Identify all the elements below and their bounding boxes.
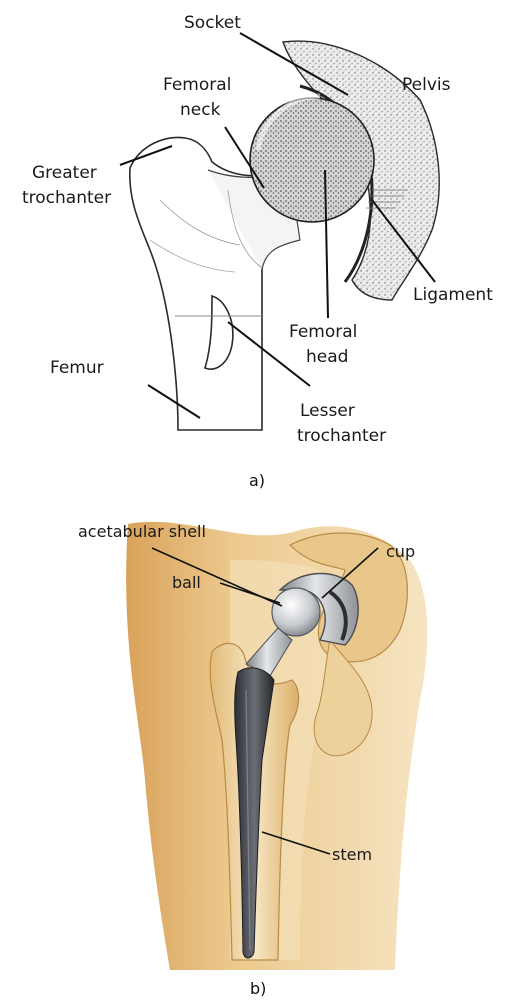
label-stem: stem: [332, 845, 372, 864]
caption-a: a): [249, 471, 265, 490]
panel-a-drawing: [130, 41, 439, 430]
label-greater-trochanter-line1: Greater: [32, 163, 97, 183]
label-femoral-head-line1: Femoral: [289, 322, 357, 342]
label-pelvis: Pelvis: [402, 75, 451, 95]
label-lesser-trochanter-line1: Lesser: [300, 401, 355, 421]
caption-b: b): [250, 979, 266, 998]
label-femur: Femur: [50, 358, 104, 378]
label-cup: cup: [386, 542, 415, 561]
femoral-head-shape: [250, 98, 374, 222]
label-greater-trochanter-line2: trochanter: [22, 188, 111, 208]
label-ball: ball: [172, 573, 201, 592]
label-socket: Socket: [184, 13, 241, 33]
label-femoral-head-line2: head: [306, 347, 348, 367]
label-femoral-neck-line1: Femoral: [163, 75, 231, 95]
label-femoral-neck-line2: neck: [180, 100, 221, 120]
label-acetabular-shell: acetabular shell: [78, 522, 206, 541]
label-lesser-trochanter-line2: trochanter: [297, 426, 386, 446]
label-ligament: Ligament: [413, 285, 493, 305]
